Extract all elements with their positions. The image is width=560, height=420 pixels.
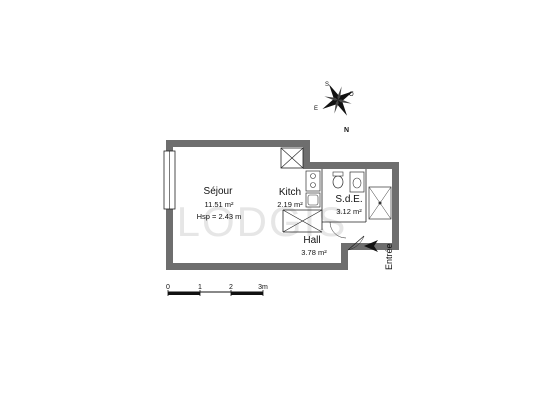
compass-label-n: N [344, 127, 349, 134]
scale-tick-3: 3m [258, 284, 268, 291]
room-name-sejour: Séjour [204, 186, 234, 197]
kitchen-sink [305, 192, 321, 208]
room-name-sde: S.d.E. [335, 194, 362, 205]
room-name-hall: Hall [303, 235, 320, 246]
scale-tick-0: 0 [166, 284, 170, 291]
entrance-arrow [364, 240, 378, 252]
compass-rose [322, 84, 354, 116]
kitchen-hob [305, 170, 321, 192]
scale-tick-2: 2 [229, 284, 233, 291]
room-area-hall: 3.78 m² [301, 248, 327, 257]
compass-label-e: E [314, 106, 318, 112]
scale-bar [167, 290, 264, 296]
duct-shaft [280, 147, 304, 169]
shower [368, 186, 392, 220]
bathroom-door [329, 221, 347, 239]
window-left [163, 150, 176, 210]
washbasin [349, 171, 365, 193]
compass-label-o: O [349, 92, 354, 98]
compass-label-s: S [325, 82, 329, 88]
room-area-sejour: 11.51 m² [204, 200, 234, 209]
kitchen-cabinet [282, 209, 323, 233]
room-area-sde: 3.12 m² [336, 207, 362, 216]
room-name-kitch: Kitch [279, 187, 301, 198]
room-area-kitch: 2.19 m² [277, 200, 303, 209]
entrance-door [347, 235, 365, 251]
scale-tick-1: 1 [198, 284, 202, 291]
toilet [332, 171, 344, 189]
room-height-sejour: Hsp = 2.43 m [197, 212, 242, 221]
entrance-label: Entrée [384, 243, 394, 270]
partitions [282, 169, 367, 233]
